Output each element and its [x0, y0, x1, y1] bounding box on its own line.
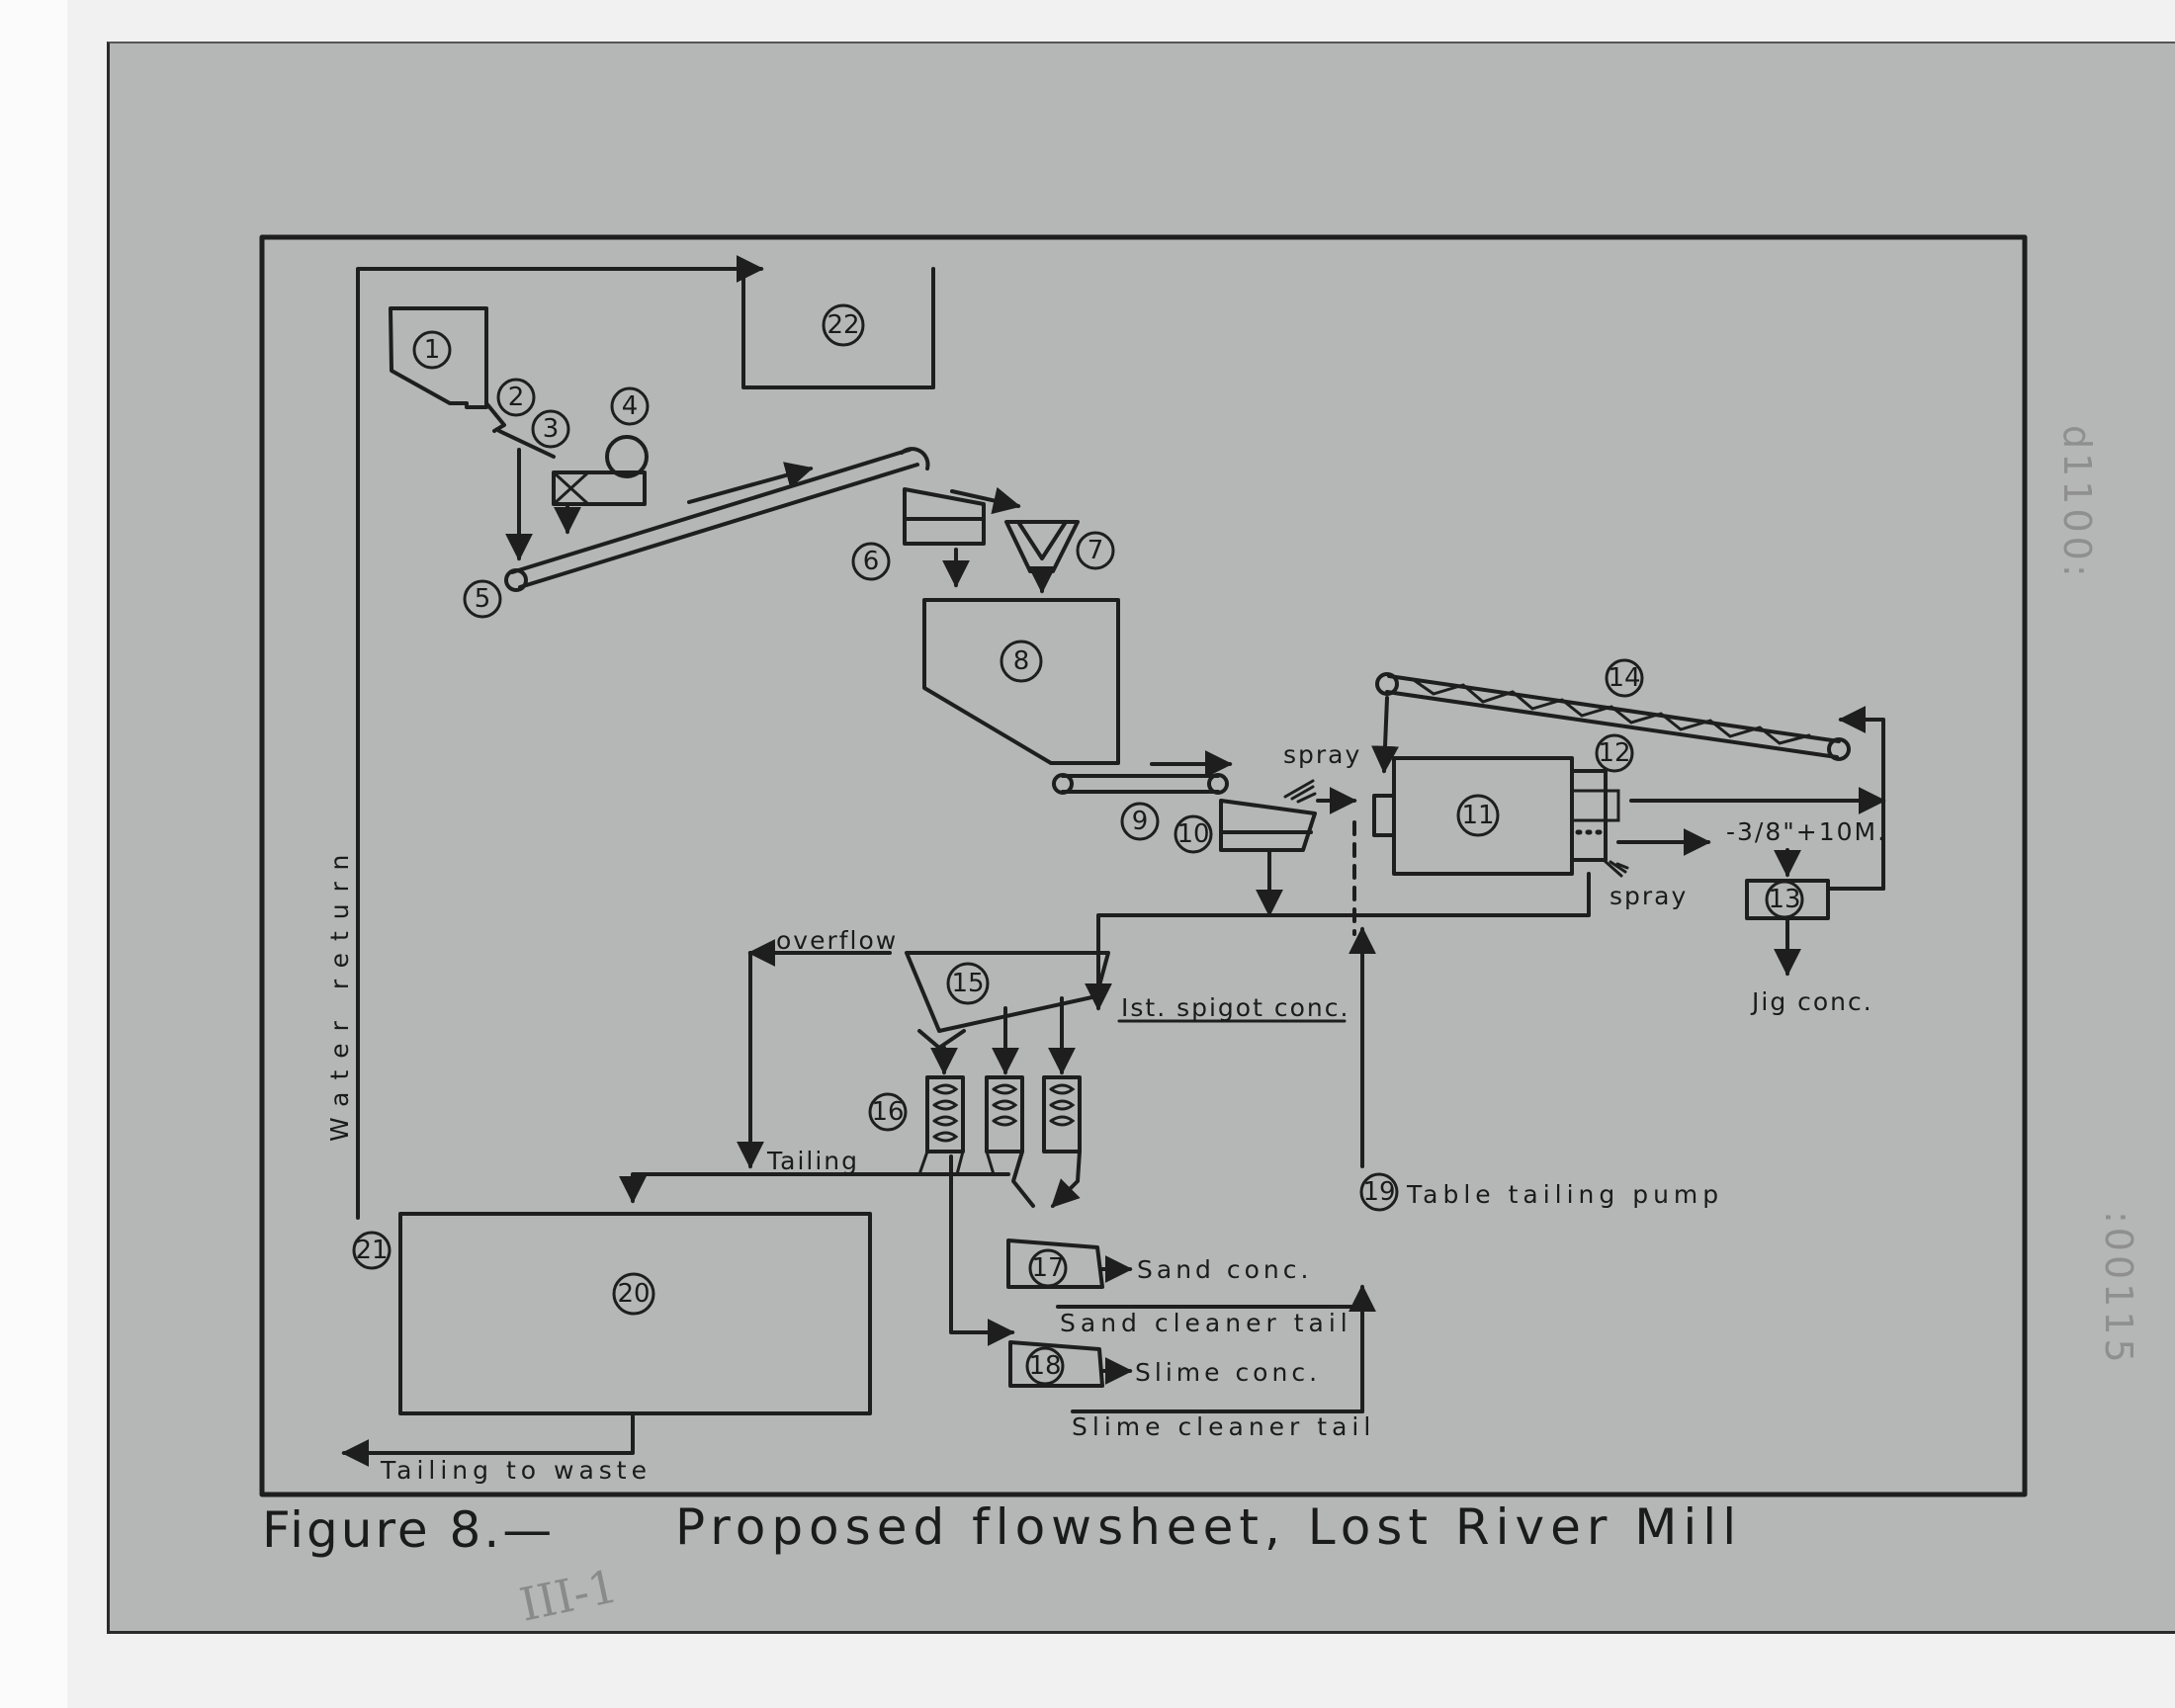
label-screen-size: -3/8"+10M. [1726, 817, 1887, 846]
conveyor-5-head [900, 447, 930, 470]
tables-16 [925, 1075, 1082, 1153]
unit-8: 8 [1013, 646, 1030, 676]
label-sand-cleaner-tail: Sand cleaner tail [1060, 1309, 1352, 1337]
diagram-frame [259, 234, 2028, 1497]
mill-discharge-line [1085, 872, 1591, 1011]
unit-7: 7 [1088, 536, 1104, 565]
unit-10: 10 [1176, 819, 1209, 849]
return-riser [1838, 706, 1885, 891]
unit-4: 4 [622, 391, 639, 421]
stamp-bottom: :00115 [2097, 1211, 2140, 1367]
unit-17: 17 [1031, 1253, 1064, 1283]
return-conveyor-14-zigzag [1412, 678, 1811, 745]
label-tailing: Tailing [766, 1147, 859, 1175]
crusher-4 [605, 435, 649, 478]
ore-bin-1 [389, 306, 488, 409]
fine-ore-bin-8 [922, 598, 1120, 765]
water-tank-22 [741, 267, 935, 389]
figure-title: Proposed flowsheet, Lost River Mill [675, 1498, 1742, 1556]
conveyor-14-pulley-a [1375, 672, 1399, 696]
unit-22: 22 [826, 310, 859, 340]
label-overflow: overflow [776, 926, 898, 955]
label-table-tailing-pump: Table tailing pump [1406, 1180, 1723, 1209]
unit-19: 19 [1362, 1177, 1395, 1207]
label-jig-conc: Jig conc. [1750, 987, 1873, 1016]
unit-3: 3 [543, 414, 560, 444]
stamp-top: d1100: [2055, 425, 2099, 581]
label-sand-conc: Sand conc. [1137, 1255, 1312, 1284]
screen-6 [903, 487, 986, 546]
unit-12: 12 [1598, 738, 1630, 768]
table-tail-links [917, 1150, 996, 1176]
handwritten-annotation: III-1 [515, 1559, 622, 1631]
tailing-line [619, 1172, 1010, 1204]
spray-bottom-lines [1602, 858, 1629, 878]
unit-14: 14 [1608, 663, 1640, 693]
unit-21: 21 [355, 1236, 388, 1265]
tailing-pond-20 [398, 1212, 872, 1415]
tailing-to-waste-line [341, 1411, 635, 1467]
return-14-to-mill [1371, 696, 1400, 774]
trommel-12 [1570, 769, 1608, 862]
feeder-9-pulley-a [1052, 773, 1074, 795]
screen-10 [1219, 799, 1317, 852]
label-tailing-to-waste: Tailing to waste [380, 1456, 652, 1485]
belt-feeder-9 [1061, 774, 1220, 794]
feeder-2 [484, 401, 506, 433]
unit-1: 1 [424, 335, 441, 365]
conveyor-5-tail-pulley [504, 568, 528, 592]
rod-mill-inlet [1372, 794, 1396, 837]
unit-15: 15 [951, 969, 984, 998]
classifier-15 [905, 951, 1110, 1033]
slime-cleaner-18 [1008, 1340, 1104, 1388]
conveyor-5 [510, 448, 919, 589]
trommel-12-sections [1570, 789, 1620, 822]
label-spigot-conc: Ist. spigot conc. [1121, 993, 1349, 1022]
crusher-x [552, 470, 590, 506]
unit-9: 9 [1132, 807, 1149, 836]
to-slime-cleaner [949, 1154, 1015, 1346]
unit-markers: 1 2 3 4 5 6 7 8 9 10 11 12 13 14 15 16 1… [352, 303, 1804, 1386]
to-sand-cleaner [1011, 1150, 1082, 1206]
crusher-box [552, 470, 647, 506]
water-return-line [356, 255, 764, 1220]
sand-cleaner-17 [1006, 1238, 1104, 1289]
figure-number: Figure 8.— [262, 1501, 555, 1559]
unit-2: 2 [508, 383, 525, 412]
unit-5: 5 [475, 584, 491, 614]
label-slime-cleaner-tail: Slime cleaner tail [1072, 1412, 1375, 1441]
cone-crusher-7 [1004, 520, 1080, 573]
page-margin-strip [0, 0, 67, 1708]
label-spray-bottom: spray [1610, 882, 1688, 910]
spray-top-lines [1283, 779, 1317, 804]
conveyor-14-pulley-b [1827, 737, 1851, 761]
unit-18: 18 [1028, 1351, 1061, 1381]
conveyor-5-arrow [687, 462, 814, 504]
label-slime-conc: Slime conc. [1135, 1358, 1321, 1387]
unit-16: 16 [871, 1097, 904, 1127]
classifier-spigot-1 [917, 1029, 966, 1050]
unit-11: 11 [1461, 801, 1494, 830]
label-water-return: Water return [325, 843, 354, 1142]
grizzly-3 [497, 429, 556, 459]
label-spray-top: spray [1283, 740, 1361, 769]
unit-13: 13 [1768, 885, 1800, 914]
unit-6: 6 [863, 547, 880, 576]
flow-to-7 [950, 486, 1021, 515]
unit-20: 20 [617, 1279, 650, 1309]
